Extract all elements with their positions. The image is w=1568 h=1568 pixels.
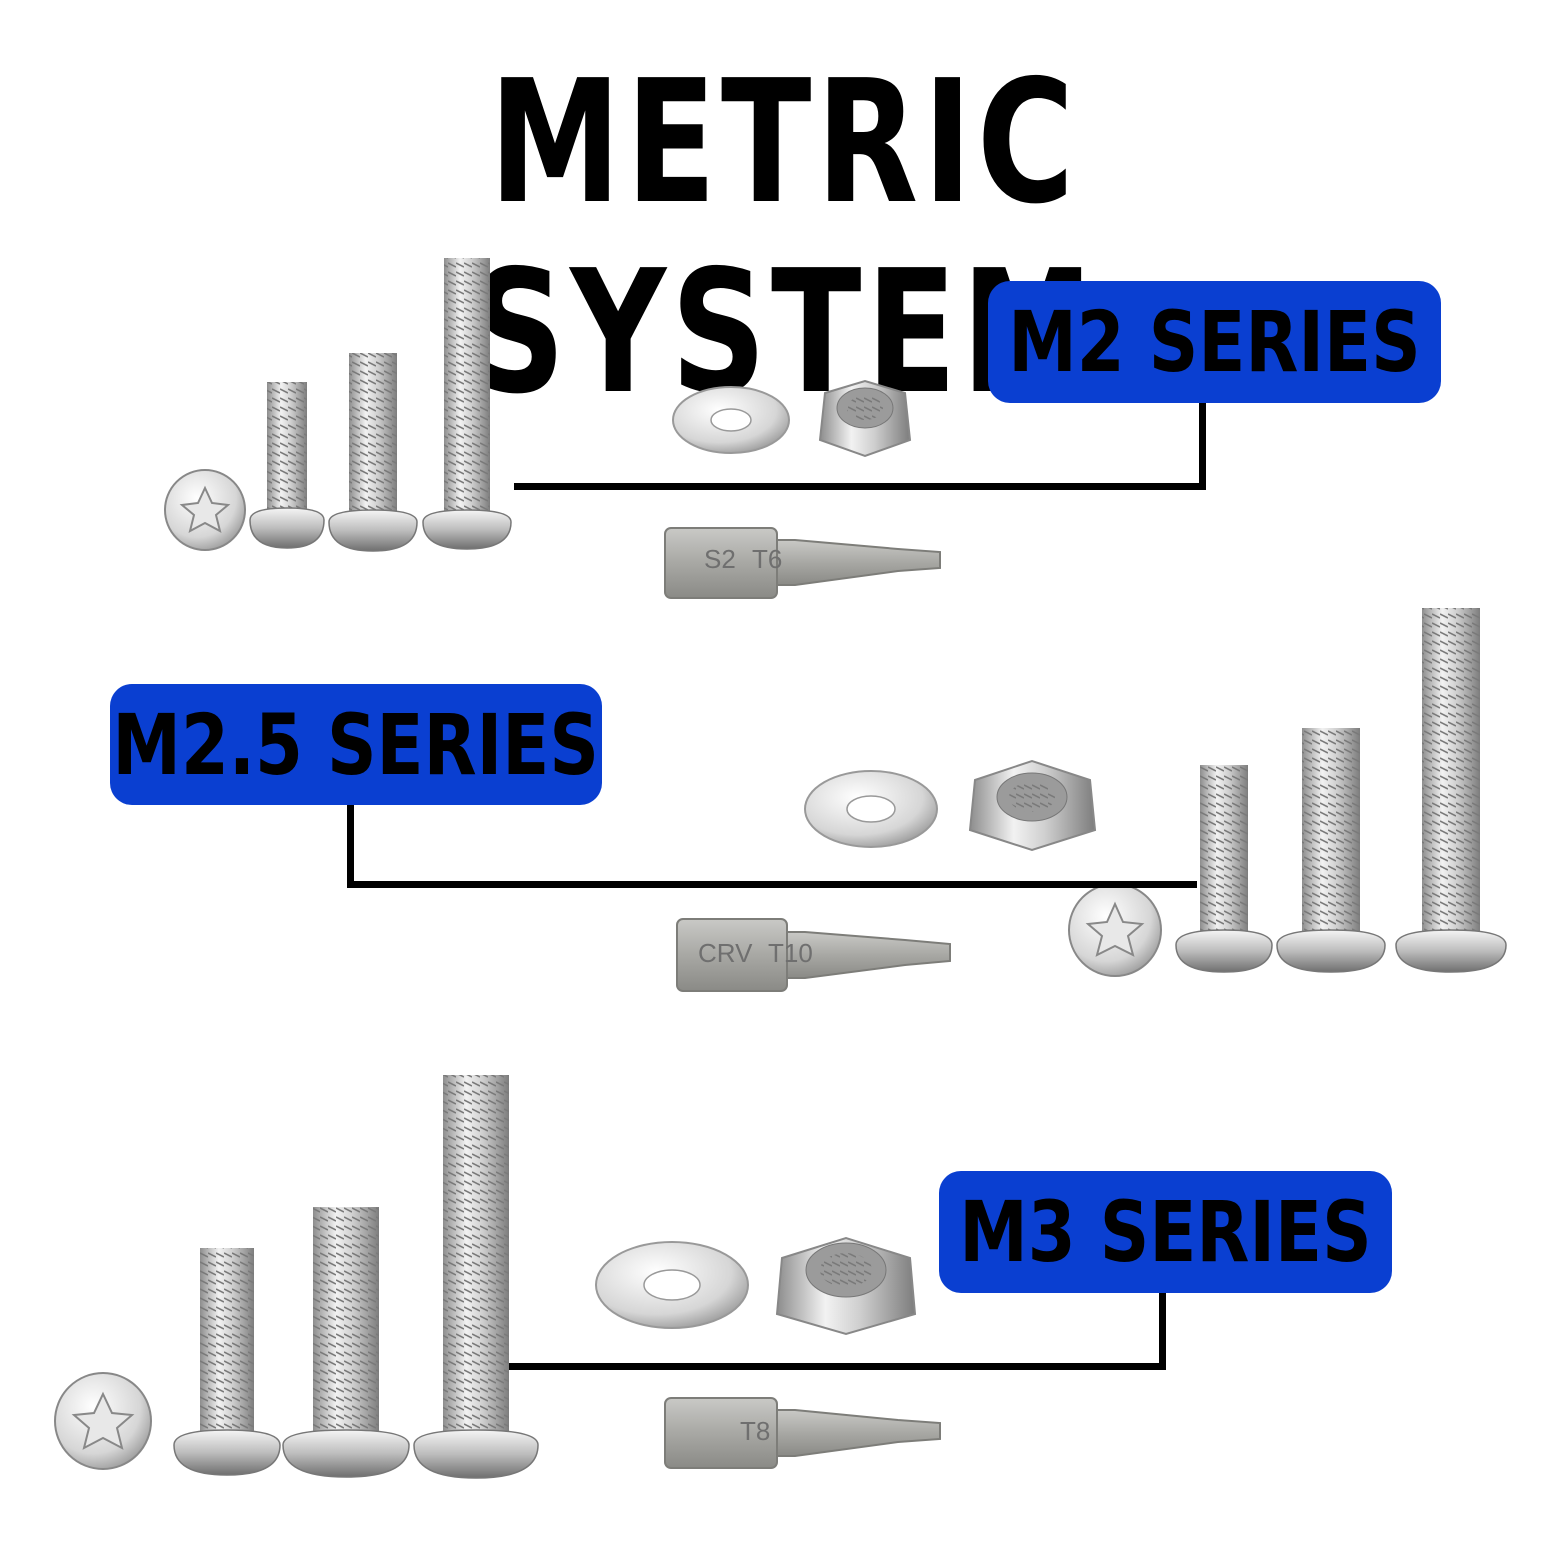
m2-5-screw-long bbox=[1395, 608, 1507, 973]
m3-connector-horizontal bbox=[509, 1363, 1166, 1370]
m2-torx-bit: S2 T6 bbox=[664, 527, 941, 599]
m2-screw-long bbox=[422, 258, 512, 550]
m2-5-bit-marking-1: CRV bbox=[698, 938, 753, 968]
m3-series-label: M3 SERIES bbox=[959, 1183, 1372, 1281]
m2-screw-medium bbox=[328, 353, 418, 552]
m2-5-screw-head-top bbox=[1068, 883, 1162, 977]
m3-screw-long bbox=[413, 1075, 539, 1479]
m2-5-connector-horizontal bbox=[347, 881, 1197, 888]
m3-bit-marking: T8 bbox=[740, 1416, 770, 1446]
m3-connector-vertical bbox=[1159, 1292, 1166, 1370]
m3-series-badge: M3 SERIES bbox=[939, 1171, 1392, 1293]
m2-5-screw-medium bbox=[1276, 728, 1386, 973]
m3-screw-head-top bbox=[54, 1372, 152, 1470]
m2-screw-short bbox=[249, 382, 325, 549]
m3-screw-short bbox=[173, 1248, 281, 1476]
m2-5-screw-group bbox=[1068, 608, 1507, 977]
m2-hex-nut bbox=[818, 379, 912, 458]
m2-washer bbox=[672, 386, 790, 454]
m2-5-series-label: M2.5 SERIES bbox=[112, 695, 600, 794]
m2-5-hex-nut bbox=[968, 759, 1097, 852]
m2-bit-marking-1: S2 bbox=[704, 544, 736, 574]
m3-hex-nut bbox=[775, 1236, 917, 1336]
m2-series-badge: M2 SERIES bbox=[988, 281, 1441, 403]
m2-5-washer bbox=[804, 770, 938, 848]
m2-5-screw-short bbox=[1175, 765, 1273, 973]
m2-connector-vertical bbox=[1199, 400, 1206, 490]
m2-5-torx-bit: CRV T10 bbox=[676, 918, 951, 992]
m2-series-label: M2 SERIES bbox=[1008, 293, 1421, 391]
m2-connector-horizontal bbox=[514, 483, 1206, 490]
m3-screw-medium bbox=[282, 1207, 410, 1478]
m2-5-series-badge: M2.5 SERIES bbox=[110, 684, 602, 805]
m2-5-connector-vertical bbox=[347, 803, 354, 888]
m3-torx-bit: T8 bbox=[664, 1397, 941, 1469]
m2-screw-head-top bbox=[164, 469, 246, 551]
m3-screw-group bbox=[54, 1075, 539, 1479]
m3-washer bbox=[595, 1241, 749, 1329]
m2-5-bit-marking-2: T10 bbox=[768, 938, 813, 968]
m2-screw-group bbox=[164, 258, 512, 552]
m2-bit-marking-2: T6 bbox=[752, 544, 782, 574]
